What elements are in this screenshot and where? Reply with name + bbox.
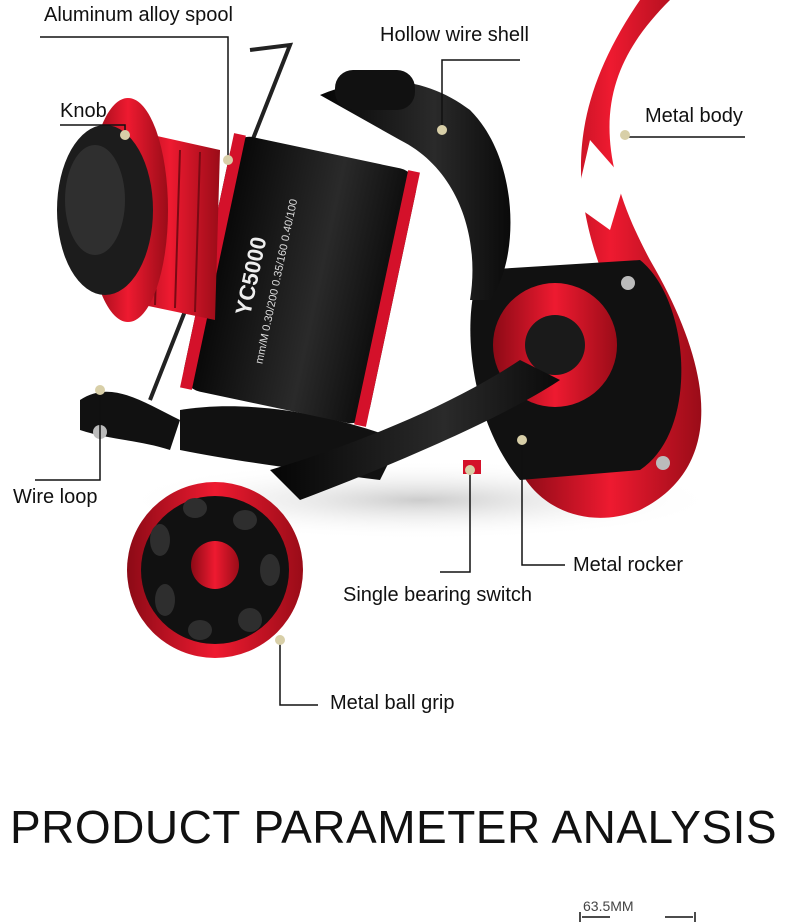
dimension-label: 63.5MM <box>583 898 634 914</box>
callout-wire-loop: Wire loop <box>13 486 98 508</box>
callout-body: Metal body <box>645 105 743 127</box>
callout-knob: Knob <box>60 100 107 122</box>
spool-body <box>183 136 417 424</box>
callout-shell: Hollow wire shell <box>380 24 529 46</box>
callout-spool: Aluminum alloy spool <box>44 4 233 26</box>
hollow-wire-shell <box>320 80 511 300</box>
section-title: PRODUCT PARAMETER ANALYSIS <box>9 801 778 853</box>
callout-grip: Metal ball grip <box>330 692 455 714</box>
callout-rocker: Metal rocker <box>573 554 684 576</box>
metal-rocker <box>270 360 560 500</box>
wire-loop <box>80 391 180 450</box>
callout-switch: Single bearing switch <box>343 584 532 606</box>
